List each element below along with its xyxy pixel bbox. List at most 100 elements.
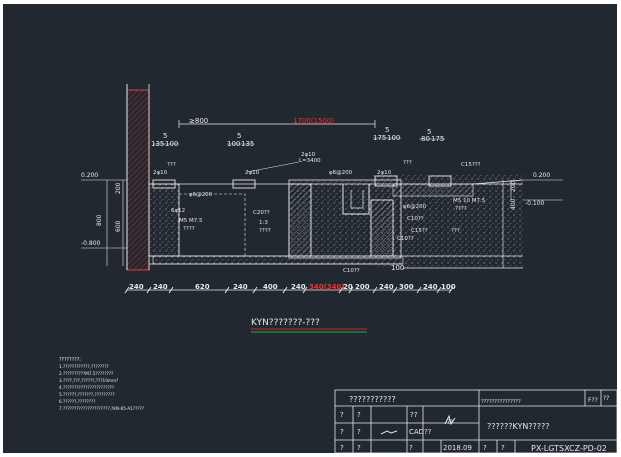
note-c10a: C10?? (407, 216, 424, 222)
cad-canvas[interactable]: ≥800 1700(1500) 135 100 100 135 175 100 … (3, 4, 618, 454)
bottom-dim-tick (372, 286, 378, 294)
notes-line-4: 4.??????????????????????? (59, 385, 114, 390)
trench-section (148, 174, 524, 269)
vdim-r200: 200 (510, 180, 517, 192)
note-cover: ??? (451, 228, 460, 234)
tb-row4-c: ? (409, 444, 413, 452)
elevations: 0.200 -0.800 0.200 -0.100 (81, 172, 563, 249)
bottom-dim-tick (124, 286, 130, 294)
building-wall (126, 84, 150, 271)
bottom-dim-tick (252, 286, 258, 294)
drawing-svg: ≥800 1700(1500) 135 100 100 135 175 100 … (59, 84, 618, 454)
title-block-text: ??????????? ??????????????? F?? ?? ? ? ?… (340, 395, 609, 453)
vdim-800: 800 (96, 214, 103, 226)
bdim-4: 400 (263, 283, 278, 291)
note-rebar-a: 2φ10 (153, 170, 168, 176)
note-q5: ???? (455, 206, 467, 212)
tb-row3-b: ? (357, 428, 361, 436)
tb-fig-label: F?? (588, 397, 598, 404)
bdim-11: 240 (423, 283, 438, 291)
annotations: 2φ10 L=3400 φ6@200 2φ10 2φ10 2φ10 ??? ??… (153, 152, 486, 274)
bottom-dim-tick (436, 286, 442, 294)
tb-row4-a: ? (340, 444, 344, 452)
tb-drawing-no: PX-LGTSXCZ-PD-02 (531, 444, 607, 453)
vdim-600: 600 (115, 220, 122, 232)
note-b6: 6φ12 (171, 208, 185, 214)
notes-line-1: 1.????????????,???????? (59, 364, 109, 369)
notes-line-2: 2.??????????M7.5???????? (59, 371, 113, 376)
bottom-dim-tick (168, 286, 174, 294)
note-c20: C20?? (253, 210, 270, 216)
note-steel1b: L=3400 (299, 158, 321, 164)
bottom-dim-tick (282, 286, 288, 294)
notes-line-5: 5.??????,???????,????????? (59, 392, 115, 397)
bdim-7: 20 (343, 283, 353, 291)
dim-span-red: 1700(1500) (293, 117, 334, 125)
note-mesh1: φ6@200 (329, 170, 353, 176)
note-c10b: C10?? (397, 236, 414, 242)
notes-line-6: 6.??????,???????? (59, 399, 95, 404)
bottom-dim-tick (338, 286, 344, 294)
bdim-2: 620 (195, 283, 210, 291)
bottom-dim-tick (416, 286, 422, 294)
note-mesh2: φ6@200 (189, 192, 213, 198)
note-bottom-c10: C10?? (343, 268, 360, 274)
elev-right-mid: -0.100 (525, 200, 545, 207)
vdim-r400: 400 (510, 198, 517, 210)
note-stirrup: φ6@200 (403, 204, 427, 210)
top-dimensions: ≥800 1700(1500) 135 100 100 135 175 100 … (151, 117, 445, 148)
elev-right-top: 0.200 (533, 172, 550, 179)
tb-row2-c: ?? (410, 411, 418, 419)
notes-block: ????????: 1.????????????,???????? 2.????… (59, 357, 144, 411)
title-block[interactable] (334, 389, 618, 454)
dim-800: ≥800 (189, 117, 208, 125)
bdim-6: 340(340) (309, 283, 345, 291)
signature-mark (380, 430, 398, 435)
notes-line-7: 7.?????????????????????,?KN-65-A1????? (59, 406, 144, 411)
bottom-dimensions: 240 240 620 240 400 240 340(340) 20 200 … (124, 283, 456, 294)
elev-left-bottom: -0.800 (81, 240, 101, 247)
notes-title: ????????: (59, 357, 81, 363)
note-grade-a: M5 M7.5 (179, 218, 203, 224)
note-q3: ???? (183, 226, 195, 232)
tb-company: ??????????????? (481, 399, 521, 405)
tb-row4-b: ? (357, 444, 361, 452)
bdim-3: 240 (233, 283, 248, 291)
tb-row4-d: ? (483, 444, 487, 452)
vdim-200: 200 (115, 182, 122, 194)
bdim-1: 240 (153, 283, 168, 291)
bdim-12: 100 (441, 283, 456, 291)
elev-left-top: 0.200 (81, 172, 98, 179)
note-q1: ??? (167, 162, 176, 168)
bottom-dim-tick (392, 286, 398, 294)
bottom-dim-tick (302, 286, 308, 294)
tick-5d: 5 (427, 128, 431, 136)
tb-date: 2018.09 (443, 444, 472, 452)
tb-row2-a: ? (340, 411, 344, 419)
tb-row4-e: ? (501, 444, 505, 452)
bdim-0: 240 (129, 283, 144, 291)
caption-text: KYN???????-??? (251, 318, 320, 328)
tick-5a: 5 (163, 132, 167, 140)
note-steel1: 2φ10 (301, 152, 316, 158)
bdim-8: 200 (355, 283, 370, 291)
bottom-dim-tick (224, 286, 230, 294)
tb-cad: CAD?? (409, 428, 432, 436)
bottom-dim-tick (348, 286, 354, 294)
note-c15: C15??? (461, 162, 481, 168)
tick-5b: 5 (237, 132, 241, 140)
bottom-dim-tick (448, 286, 454, 294)
note-rebar-b: 2φ10 (245, 170, 260, 176)
note-grade-b: M5 10 M7.5 (453, 198, 486, 204)
note-rebar-c: 2φ10 (377, 170, 392, 176)
notes-line-3: 3.????,???,??????,???10mm? (59, 378, 118, 383)
bdim-10: 300 (399, 283, 414, 291)
caption: KYN???????-??? (251, 318, 367, 333)
tb-row2-b: ? (357, 411, 361, 419)
tb-row3-a: ? (340, 428, 344, 436)
tb-fig-no: ?? (603, 395, 609, 402)
note-q4: ???? (259, 228, 271, 234)
note-100: 100 (391, 264, 404, 272)
note-q2: ??? (403, 160, 412, 166)
